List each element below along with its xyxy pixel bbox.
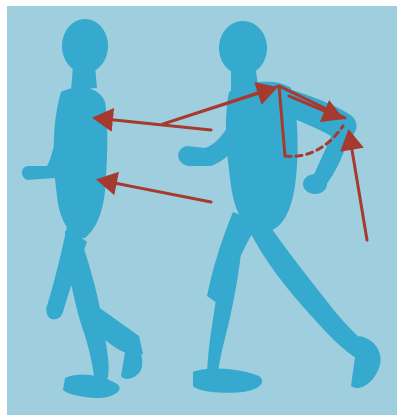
right-runner-head — [219, 21, 267, 75]
runners-diagram — [7, 6, 397, 415]
left-runner-head — [62, 19, 108, 73]
left-runner-neck — [71, 66, 97, 90]
illustration-panel — [7, 6, 397, 415]
right-runner-back-hand — [303, 174, 327, 194]
